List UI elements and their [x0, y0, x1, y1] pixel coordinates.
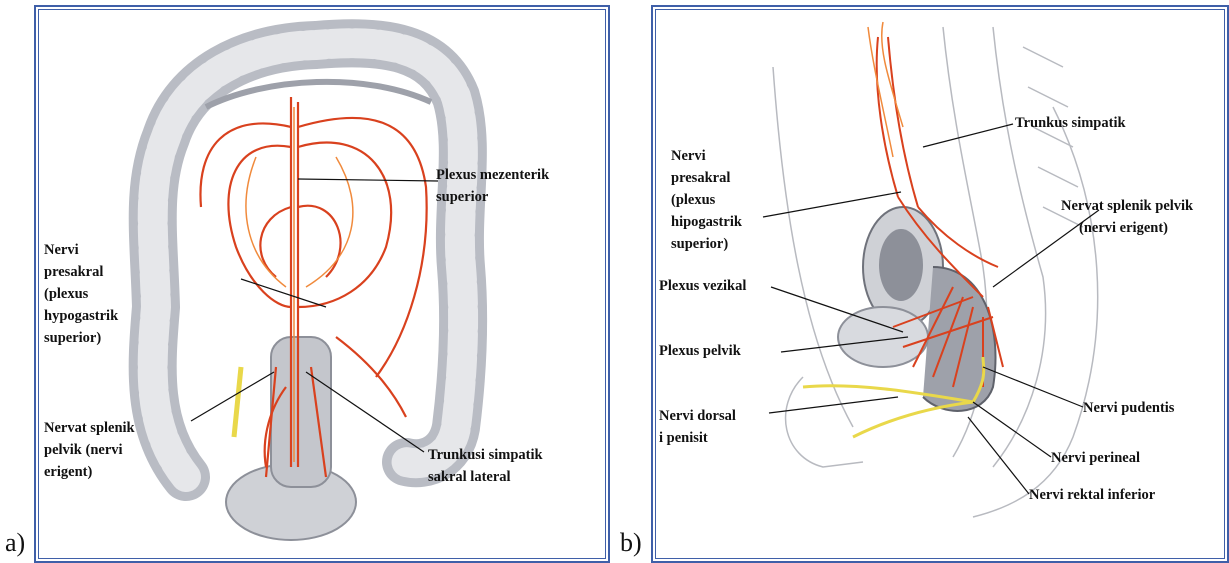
- label-trunkusi-simpatik: Trunkusi simpatik sakral lateral: [428, 444, 543, 488]
- label-nervi-presakral: Nervi presakral (plexus hipogastrik supe…: [671, 145, 742, 255]
- label-plexus-vezikal: Plexus vezikal: [659, 275, 746, 297]
- panel-a: Plexus mezenterik superior Nervi presakr…: [34, 5, 610, 563]
- label-trunkus-simpatik: Trunkus simpatik: [1015, 112, 1126, 134]
- panel-a-letter: a): [5, 528, 25, 558]
- label-nervi-dorsal: Nervi dorsal i penisit: [659, 405, 736, 449]
- yellow-nerve: [234, 367, 241, 437]
- label-nervi-rektal: Nervi rektal inferior: [1029, 484, 1155, 506]
- rectum: [923, 267, 996, 411]
- label-nervi-pudentis: Nervi pudentis: [1083, 397, 1174, 419]
- label-plexus-pelvik: Plexus pelvik: [659, 340, 741, 362]
- label-nervat-splenik: Nervat splenik pelvik (nervi erigent): [1061, 195, 1193, 239]
- panel-b: Trunkus simpatik Nervi presakral (plexus…: [651, 5, 1229, 563]
- label-plexus-mezenterik: Plexus mezenterik superior: [436, 164, 549, 208]
- bladder: [838, 307, 928, 367]
- label-nervat-splenik: Nervat splenik pelvik (nervi erigent): [44, 417, 135, 483]
- label-nervi-presakral: Nervi presakral (plexus hypogastrik supe…: [44, 239, 118, 349]
- panel-b-letter: b): [620, 528, 642, 558]
- label-nervi-perineal: Nervi perineal: [1051, 447, 1140, 469]
